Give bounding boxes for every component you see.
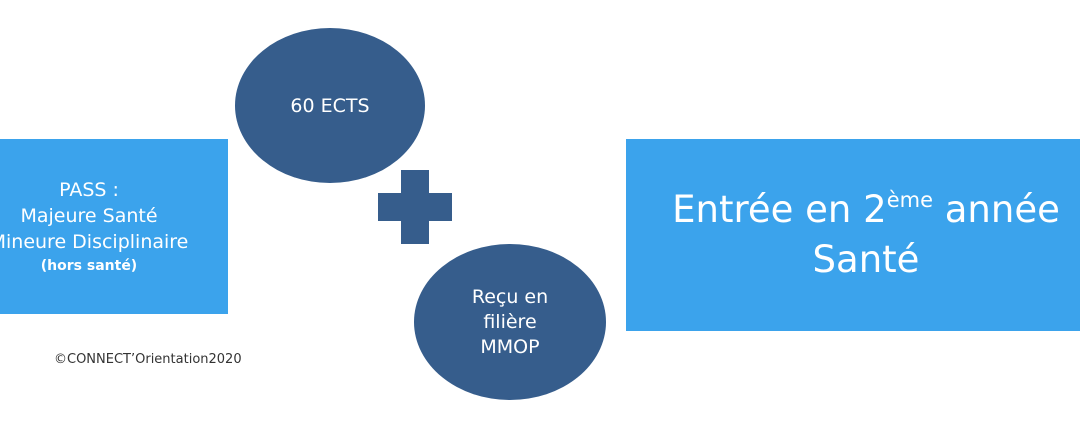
pass-box: PASS : Majeure Santé Mineure Disciplinai… [0,139,228,314]
result-sup: ème [886,188,933,212]
pass-majeure: Majeure Santé [20,204,158,227]
pass-mineure: Mineure Disciplinaire [0,230,189,253]
copyright-text: ©CONNECT’Orientation2020 [54,352,242,367]
result-part2: année [932,188,1060,231]
plus-icon [378,170,452,244]
recu-circle: Reçu en filière MMOP [414,244,606,400]
pass-title: PASS : [59,178,119,201]
recu-line2: filière [483,310,537,333]
result-box: Entrée en 2ème année Santé [626,139,1080,331]
result-line2: Santé [812,238,920,281]
recu-line3: MMOP [480,335,540,358]
result-line1: Entrée en 2ème année [672,185,1060,235]
recu-line1: Reçu en [471,285,549,308]
result-part1: Entrée en 2 [672,188,887,231]
ects-circle: 60 ECTS [235,28,425,183]
pass-hors-sante: (hors santé) [40,257,138,274]
ects-label: 60 ECTS [290,94,370,117]
